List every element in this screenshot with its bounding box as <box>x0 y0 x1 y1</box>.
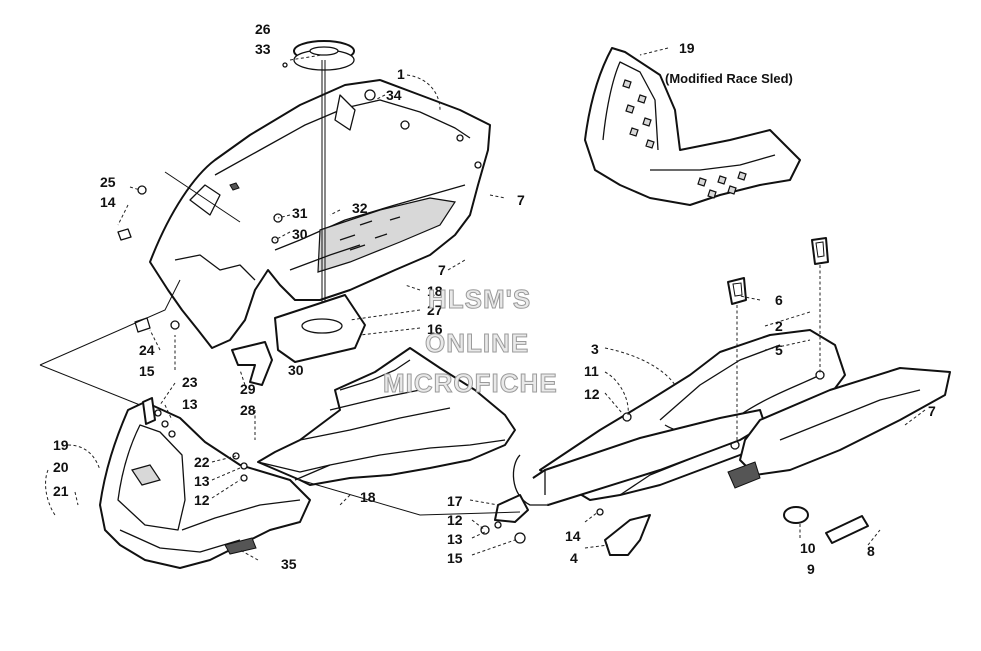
bracket <box>231 341 273 386</box>
callout-8: 8 <box>867 543 875 559</box>
clip-left <box>727 277 747 305</box>
callout-11: 11 <box>584 363 599 379</box>
bracket-17 <box>494 494 529 523</box>
callout-15a: 15 <box>139 363 155 379</box>
callout-5: 5 <box>775 342 783 358</box>
callout-32: 32 <box>352 200 368 216</box>
assembly-guides <box>39 171 521 516</box>
side-rail <box>512 409 766 506</box>
clip-right <box>811 237 829 265</box>
trim-strip <box>825 515 869 544</box>
callout-19a: 19 <box>53 437 69 453</box>
callout-31: 31 <box>292 205 308 221</box>
callout-12a: 12 <box>194 492 210 508</box>
callout-7c: 7 <box>928 403 936 419</box>
callout-35: 35 <box>281 556 297 572</box>
callout-17: 17 <box>447 493 463 509</box>
callout-13c: 13 <box>447 531 463 547</box>
callout-7a: 7 <box>517 192 525 208</box>
callout-9: 9 <box>807 561 815 577</box>
callout-20: 20 <box>53 459 69 475</box>
callout-25: 25 <box>100 174 116 190</box>
callout-34: 34 <box>386 87 402 103</box>
callout-29: 29 <box>240 381 256 397</box>
callout-1: 1 <box>397 66 405 82</box>
callout-10: 10 <box>800 540 816 556</box>
front-bumper-nose <box>99 401 311 569</box>
callout-18a: 18 <box>427 283 443 299</box>
callout-22: 22 <box>194 454 210 470</box>
race-sled-nose <box>584 47 801 206</box>
callout-27: 27 <box>427 302 443 318</box>
callout-14b: 14 <box>565 528 581 544</box>
callout-3: 3 <box>591 341 599 357</box>
watermark: HLSM'S ONLINE MICROFICHE <box>383 284 558 399</box>
callout-14a: 14 <box>100 194 116 210</box>
callout-12c: 12 <box>584 386 600 402</box>
callout-19b: 19 <box>679 40 695 56</box>
callout-2: 2 <box>775 318 783 334</box>
callout-6: 6 <box>775 292 783 308</box>
callout-21: 21 <box>53 483 69 499</box>
rear-cover <box>727 367 951 524</box>
callout-4: 4 <box>570 550 578 566</box>
deflector <box>604 514 651 556</box>
callout-24: 24 <box>139 342 155 358</box>
callout-30b: 30 <box>288 362 304 378</box>
leader-lines <box>45 47 926 561</box>
callout-13a: 13 <box>182 396 198 412</box>
callout-23: 23 <box>182 374 198 390</box>
nose-insert <box>142 397 156 425</box>
callout-15b: 15 <box>447 550 463 566</box>
callout-30a: 30 <box>292 226 308 242</box>
watermark-line-1: HLSM'S <box>428 284 531 314</box>
callout-18b: 18 <box>360 489 376 505</box>
callout-33: 33 <box>255 41 271 57</box>
callout-16: 16 <box>427 321 443 337</box>
callout-26: 26 <box>255 21 271 37</box>
callout-labels: 26 33 1 34 25 14 7 31 32 30 7 18 27 16 2… <box>53 21 936 577</box>
watermark-line-2: ONLINE <box>425 328 529 358</box>
seal-ring <box>293 40 355 320</box>
callout-28: 28 <box>240 402 256 418</box>
race-sled-note: (Modified Race Sled) <box>665 71 793 86</box>
watermark-line-3: MICROFICHE <box>383 368 558 398</box>
skid-plate-small <box>274 294 366 363</box>
callout-13b: 13 <box>194 473 210 489</box>
tunnel-pan <box>257 347 516 486</box>
callout-12b: 12 <box>447 512 463 528</box>
callout-7b: 7 <box>438 262 446 278</box>
